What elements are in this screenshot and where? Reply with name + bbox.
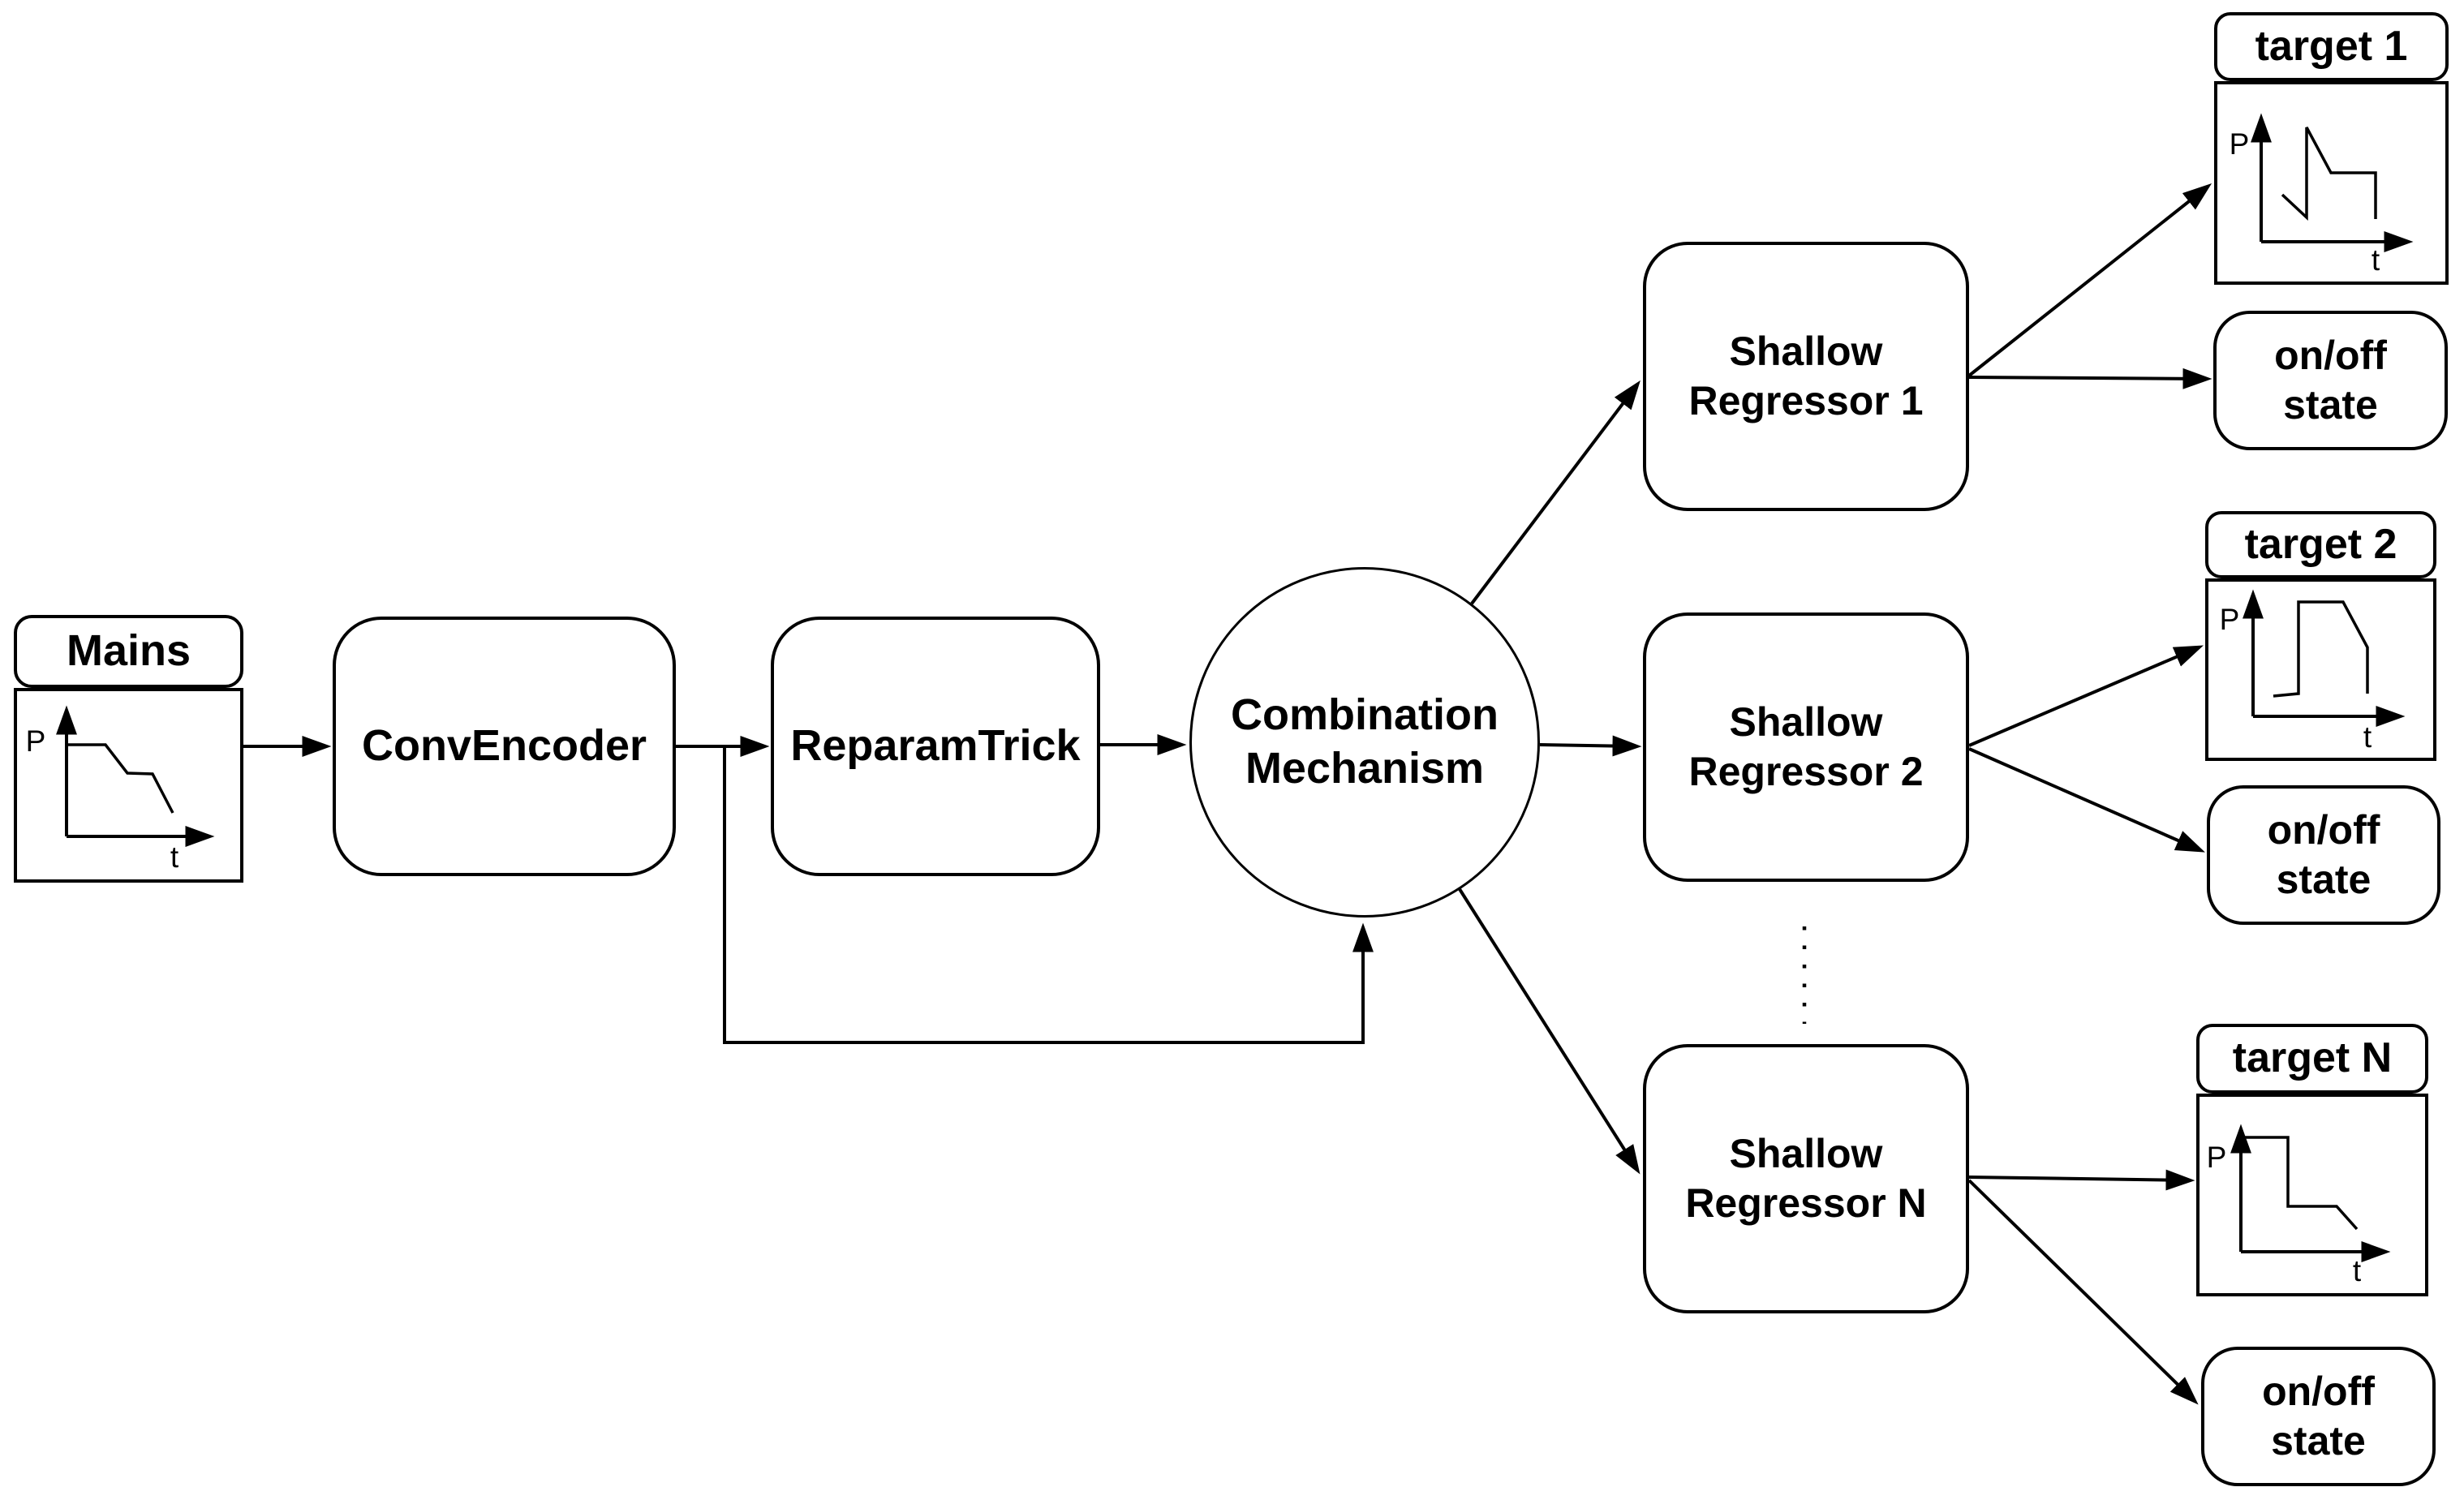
target-1-plot: P t: [2230, 113, 2414, 277]
mains-plot-curve: [68, 743, 174, 814]
arrow-regressorn-to-onoffn: [1967, 1179, 2199, 1405]
target-n-title-label: target N: [2232, 1034, 2393, 1082]
target-1-plot-y-label: P: [2230, 127, 2250, 161]
combination-mechanism-label: Combination Mechanism: [1231, 690, 1499, 793]
target-1-plot-curve: [2281, 127, 2377, 221]
target-n-plot-x-label: t: [2353, 1254, 2362, 1287]
arrow-regressor2-to-target2: [1968, 645, 2204, 747]
shallow-regressor-1-label: Shallow Regressor 1: [1688, 329, 1924, 423]
shallow-regressor-1-box: Shallow Regressor 1: [1643, 242, 1969, 511]
convencoder-box: ConvEncoder: [333, 617, 676, 876]
shallow-regressor-2-box: Shallow Regressor 2: [1643, 612, 1969, 882]
target-n-plot-y-label: P: [2207, 1141, 2227, 1174]
convencoder-label: ConvEncoder: [361, 721, 647, 771]
mains-plot-box: [14, 688, 243, 883]
reparamtrick-label: ReparamTrick: [790, 721, 1081, 771]
target-2-plot: P t: [2220, 589, 2406, 754]
target-1-title-label: target 1: [2255, 22, 2408, 70]
shallow-regressor-n-box: Shallow Regressor N: [1643, 1044, 1969, 1313]
target-n-plot: P t: [2207, 1124, 2391, 1287]
arrow-regressor1-to-onoff1: [1968, 367, 2212, 389]
target-2-title-label: target 2: [2244, 520, 2397, 568]
onoff-state-2-label: on/off state: [2267, 807, 2380, 902]
mains-title-box: Mains: [14, 615, 243, 688]
onoff-state-2-box: on/off state: [2207, 785, 2440, 925]
onoff-state-1-label: on/off state: [2274, 333, 2387, 428]
onoff-state-1-box: on/off state: [2213, 311, 2448, 450]
target-n-title-box: target N: [2196, 1024, 2428, 1094]
mains-plot-y-label: P: [26, 724, 46, 758]
target-1-plot-x-label: t: [2372, 243, 2380, 277]
mains-plot-x-label: t: [170, 840, 179, 874]
target-1-title-box: target 1: [2214, 12, 2449, 81]
arrow-regressorn-to-targetn: [1968, 1169, 2195, 1191]
target-2-plot-x-label: t: [2363, 720, 2372, 754]
target-n-plot-curve: [2243, 1136, 2359, 1231]
arrow-combination-to-regressor-2: [1539, 735, 1642, 757]
mains-plot: P t: [26, 705, 215, 874]
target-2-plot-y-label: P: [2220, 603, 2240, 636]
onoff-state-n-box: on/off state: [2201, 1347, 2436, 1486]
arrow-regressor1-to-target1: [1967, 183, 2212, 377]
arrow-skip-connection-to-combination: [723, 746, 1374, 1044]
shallow-regressor-2-label: Shallow Regressor 2: [1688, 699, 1924, 794]
reparamtrick-box: ReparamTrick: [771, 617, 1100, 876]
target-2-title-box: target 2: [2205, 511, 2436, 578]
mains-title-label: Mains: [66, 626, 191, 676]
arrow-combination-to-regressor-1: [1470, 380, 1641, 605]
arrow-regressor2-to-onoff2: [1968, 747, 2205, 853]
shallow-regressor-n-label: Shallow Regressor N: [1685, 1131, 1927, 1226]
arrow-combination-to-regressor-n: [1458, 888, 1641, 1175]
onoff-state-n-label: on/off state: [2262, 1369, 2375, 1463]
target-2-plot-curve: [2273, 600, 2369, 698]
combination-mechanism-circle: Combination Mechanism: [1189, 567, 1540, 918]
